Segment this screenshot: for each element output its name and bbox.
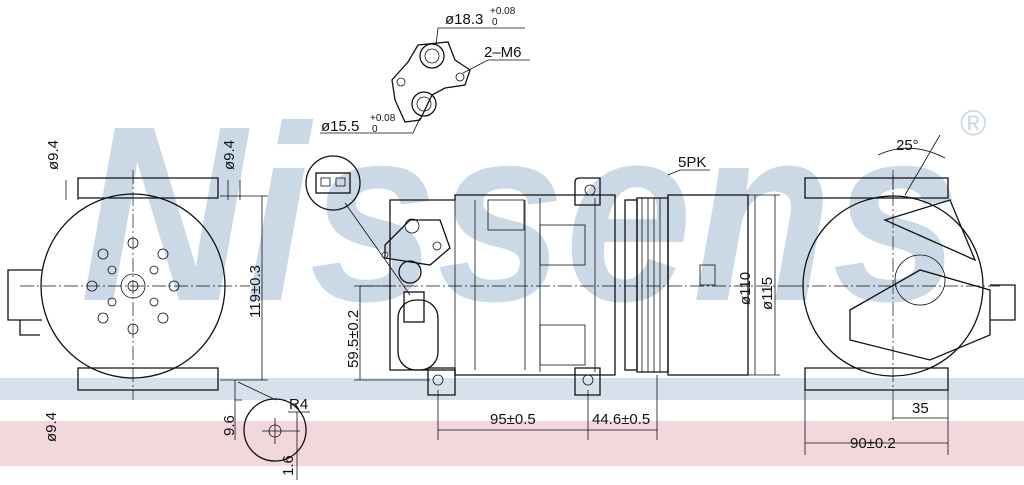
dim-detail-offset: 1.6 <box>280 455 297 476</box>
dim-pulley-grooves: 5PK <box>678 154 706 171</box>
pink-band <box>0 421 1024 466</box>
registered-mark: ® <box>960 102 987 143</box>
dim-right-offset: 35 <box>912 400 929 417</box>
dim-angle: 25° <box>896 137 919 154</box>
dim-pulley-dia-inner: ø110 <box>737 272 754 305</box>
dim-mount-offset: 9.6 <box>221 415 238 436</box>
dim-mount-spacing: 119±0.3 <box>247 265 264 318</box>
dim-port-small-tol-lower: 0 <box>372 124 378 135</box>
dim-pulley-offset: 44.6±0.5 <box>592 411 650 428</box>
dim-port-large: ø18.3 <box>445 11 483 28</box>
dim-left-top-left: ø9.4 <box>45 140 62 170</box>
blue-band <box>0 378 1024 400</box>
dim-right-width: 90±0.2 <box>850 435 896 452</box>
dim-port-small-tol-upper: +0.08 <box>370 113 396 124</box>
brand-watermark: Nissens <box>80 74 960 353</box>
detail-view: R4 1.6 <box>237 381 310 480</box>
dim-threads: 2–M6 <box>484 44 522 61</box>
port-flange-detail: ø18.3 +0.08 0 2–M6 ø15.5 +0.08 0 <box>320 6 530 135</box>
dim-port-small: ø15.5 <box>321 118 359 135</box>
dim-center-height: 59.5±0.2 <box>345 310 362 368</box>
dim-left-bottom: ø9.4 <box>43 412 60 442</box>
connector-detail <box>305 155 411 296</box>
dim-mount-length: 95±0.5 <box>490 411 536 428</box>
side-view: 59.5±0.2 95±0.5 44.6±0.5 ø110 ø115 5PK <box>345 154 790 440</box>
dim-port-large-tol-lower: 0 <box>492 17 498 28</box>
dim-port-large-tol-upper: +0.08 <box>490 6 516 17</box>
dim-left-top-right: ø9.4 <box>221 140 238 170</box>
rear-view: 25° 35 90±0.2 <box>790 134 1016 455</box>
front-view: ø9.4 ø9.4 119±0.3 9.6 ø9.4 <box>7 140 268 442</box>
dim-detail-radius: R4 <box>289 396 308 413</box>
dim-pulley-dia-outer: ø115 <box>759 277 776 310</box>
